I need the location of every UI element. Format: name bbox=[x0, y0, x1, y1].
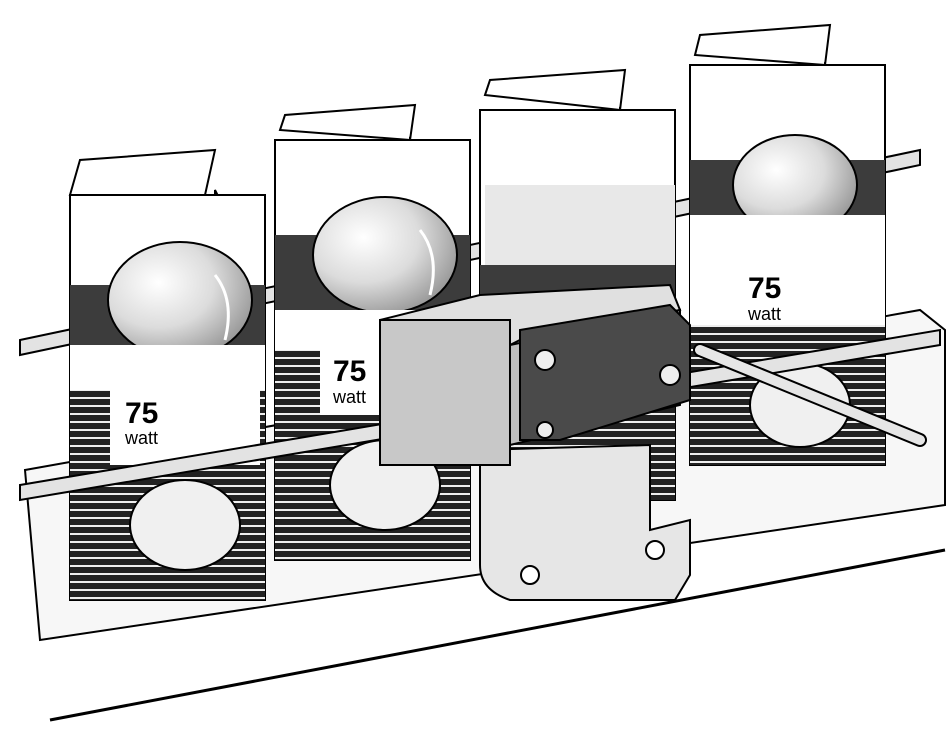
lightbulb-2 bbox=[312, 196, 458, 314]
wattage-value: 75 bbox=[748, 272, 781, 305]
lightbulb-box-2: 75 watt bbox=[274, 103, 471, 561]
lightbulb-box-4: 75 watt bbox=[689, 23, 886, 466]
wattage-value: 75 bbox=[125, 397, 158, 430]
sensor-face bbox=[379, 319, 511, 466]
wattage-unit: watt bbox=[747, 304, 781, 324]
wattage-unit: watt bbox=[332, 387, 366, 407]
sensor-screw bbox=[659, 364, 681, 386]
sensor-cable bbox=[695, 345, 925, 445]
bracket-screw bbox=[520, 565, 540, 585]
connector-housing bbox=[519, 303, 691, 441]
lightbulb-box-1: 75 watt bbox=[68, 148, 266, 601]
mounting-bracket bbox=[479, 443, 691, 601]
wattage-unit: watt bbox=[124, 428, 158, 448]
bracket-screw bbox=[645, 540, 665, 560]
proximity-sensor bbox=[379, 283, 691, 466]
sensor-screw bbox=[536, 421, 554, 439]
lightbulb-1 bbox=[107, 241, 253, 359]
sensor-screw bbox=[534, 349, 556, 371]
wattage-value: 75 bbox=[333, 355, 366, 388]
